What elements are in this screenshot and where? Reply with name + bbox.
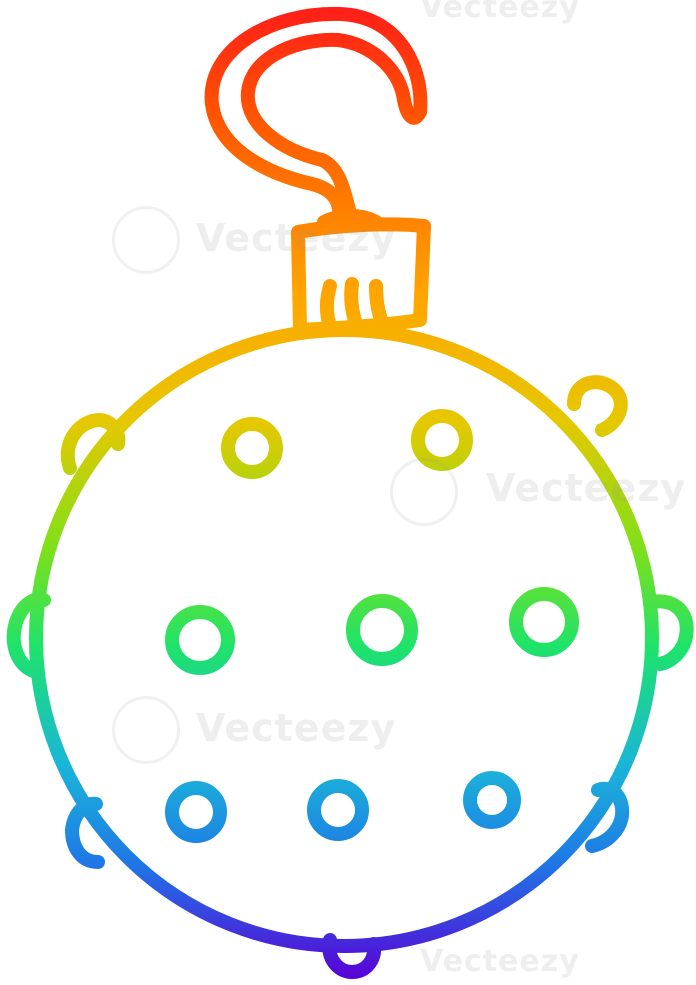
ornament-cap xyxy=(291,217,431,337)
bump-left-mid xyxy=(6,592,51,679)
ornament-dot xyxy=(411,409,473,471)
bump-right-bottom xyxy=(585,781,630,853)
ornament-dot xyxy=(463,771,521,829)
ornament-dot xyxy=(165,605,235,675)
bump-left-top xyxy=(60,413,126,475)
cap-ridge-middle xyxy=(344,277,363,331)
ornament-hook xyxy=(204,6,428,229)
bump-bottom xyxy=(322,933,382,979)
bump-left-bottom xyxy=(65,796,105,869)
bump-right-mid xyxy=(645,594,694,671)
ornament-dot xyxy=(509,587,579,657)
cap-ridge-right xyxy=(369,279,389,329)
ornament-ball xyxy=(29,323,659,953)
ornament-dot xyxy=(346,594,418,666)
bump-right-top xyxy=(567,375,628,437)
ornament-dot xyxy=(221,417,283,479)
ornament-dot xyxy=(165,781,227,843)
ornament-dot xyxy=(307,779,369,841)
cap-ridge-left xyxy=(320,279,337,333)
cap-top-inner xyxy=(317,209,383,229)
